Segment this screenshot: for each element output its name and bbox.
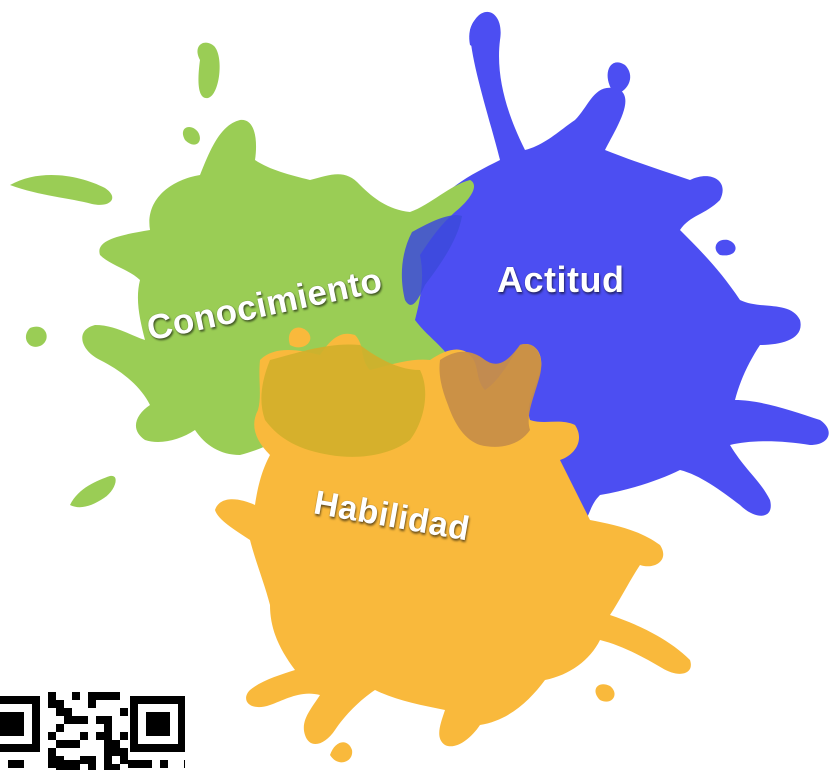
qr-module	[128, 760, 136, 768]
qr-module	[120, 748, 128, 756]
qr-module	[16, 760, 24, 768]
qr-module	[112, 748, 120, 756]
qr-module	[48, 700, 56, 708]
qr-module	[136, 760, 144, 768]
qr-module	[48, 748, 56, 756]
qr-module	[104, 764, 112, 770]
overlap-conocimiento-actitud	[401, 215, 462, 305]
qr-module	[72, 740, 80, 748]
qr-module	[160, 760, 168, 768]
qr-module	[104, 724, 112, 732]
qr-module	[104, 692, 112, 700]
qr-module	[56, 708, 64, 716]
qr-module	[120, 756, 128, 764]
qr-module	[72, 716, 80, 724]
qr-module	[72, 692, 80, 700]
qr-module	[56, 700, 64, 708]
qr-module	[80, 716, 88, 724]
qr-module	[88, 700, 96, 708]
qr-module	[96, 716, 104, 724]
qr-module	[48, 732, 56, 740]
qr-module	[64, 740, 72, 748]
actitud-label: Actitud	[497, 259, 625, 300]
qr-module	[112, 692, 120, 700]
qr-module	[104, 740, 112, 748]
qr-module	[104, 732, 112, 740]
qr-module	[184, 760, 185, 768]
qr-module	[120, 708, 128, 716]
qr-module	[72, 760, 80, 768]
qr-module	[48, 760, 56, 768]
qr-module	[112, 740, 120, 748]
qr-module	[64, 708, 72, 716]
qr-module	[64, 716, 72, 724]
qr-module	[8, 760, 16, 768]
qr-module	[56, 760, 64, 768]
qr-module	[104, 756, 112, 764]
qr-module	[80, 756, 88, 764]
overlap-conocimiento-habilidad	[261, 344, 426, 457]
qr-module	[146, 712, 170, 736]
qr-module	[144, 760, 152, 768]
overlap-actitud-habilidad	[439, 344, 542, 447]
qr-module	[88, 760, 96, 768]
qr-module	[96, 732, 104, 740]
qr-module	[96, 692, 104, 700]
qr-code-icon	[0, 692, 185, 770]
qr-module	[48, 692, 56, 700]
qr-module	[88, 692, 96, 700]
qr-module	[80, 732, 88, 740]
qr-module	[56, 724, 64, 732]
qr-module	[64, 760, 72, 768]
qr-module	[56, 740, 64, 748]
qr-module	[0, 712, 24, 736]
qr-module	[112, 764, 120, 770]
qr-module	[104, 716, 112, 724]
qr-module	[104, 748, 112, 756]
qr-module	[120, 732, 128, 740]
